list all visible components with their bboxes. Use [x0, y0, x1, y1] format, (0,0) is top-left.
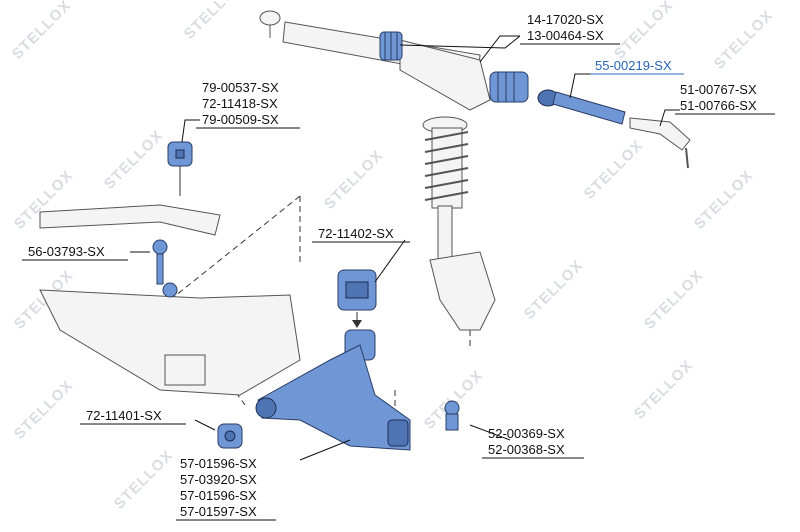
callout-ball-joint: 52-00369-SX 52-00368-SX [482, 426, 584, 459]
part-number: 57-03920-SX [180, 472, 257, 487]
front-bushing-illustration [217, 423, 243, 449]
part-number: 52-00369-SX [488, 426, 565, 441]
part-number: 79-00537-SX [202, 80, 279, 95]
watermark: STELLOX [631, 357, 697, 423]
watermark: STELLOX [9, 0, 75, 63]
callout-front-arm-bushing: 72-11401-SX [80, 408, 186, 425]
strut-illustration [422, 116, 496, 331]
watermark: STELLOX [321, 147, 387, 213]
watermark: STELLOX [181, 0, 247, 43]
part-number: 72-11402-SX [318, 226, 394, 241]
part-number: 56-03793-SX [28, 244, 105, 259]
rack-boot-right [489, 71, 529, 103]
part-number: 72-11418-SX [202, 96, 278, 111]
leader-lines [130, 35, 680, 461]
stabilizer-link-illustration [152, 239, 178, 298]
part-number: 55-00219-SX [595, 58, 672, 73]
lower-control-arm-illustration [255, 329, 411, 451]
callout-rear-arm-bushing: 72-11402-SX [312, 226, 410, 243]
callout-stabilizer-link: 56-03793-SX [22, 244, 128, 261]
watermark: STELLOX [111, 447, 177, 513]
watermark: STELLOX [691, 167, 757, 233]
watermark: STELLOX [521, 257, 587, 323]
part-number: 72-11401-SX [86, 408, 162, 423]
watermark: STELLOX [101, 127, 167, 193]
watermark: STELLOX [581, 137, 647, 203]
rear-bushing-illustration [337, 269, 377, 328]
part-number: 51-00766-SX [680, 98, 757, 113]
watermark: STELLOX [711, 7, 777, 73]
callout-outer-tie-rod-end: 51-00767-SX 51-00766-SX [675, 82, 775, 115]
callout-stabilizer-bushings: 79-00537-SX 72-11418-SX 79-00509-SX [196, 80, 300, 129]
stabilizer-bushing-illustration [167, 141, 193, 196]
callout-lower-control-arm: 57-01596-SX 57-03920-SX 57-01596-SX 57-0… [176, 456, 276, 521]
subframe-illustration [39, 204, 301, 396]
callout-inner-tie-rod: 55-00219-SX [590, 58, 684, 75]
part-number: 14-17020-SX [527, 12, 604, 27]
watermark: STELLOX [641, 267, 707, 333]
part-number: 52-00368-SX [488, 442, 565, 457]
outer-tie-rod-end-illustration [629, 117, 691, 169]
callout-steering-rack-boots: 14-17020-SX 13-00464-SX [520, 12, 620, 45]
part-number: 57-01597-SX [180, 504, 257, 519]
part-number: 51-00767-SX [680, 82, 757, 97]
ball-joint-illustration [444, 400, 460, 431]
rack-boot-left [379, 31, 403, 61]
part-number: 13-00464-SX [527, 28, 604, 43]
part-number: 57-01596-SX [180, 488, 257, 503]
part-number: 57-01596-SX [180, 456, 257, 471]
watermark: STELLOX [611, 0, 677, 63]
inner-tie-rod-illustration [537, 89, 626, 125]
steering-rack-illustration [259, 10, 529, 111]
part-number: 79-00509-SX [202, 112, 279, 127]
watermark: STELLOX [11, 377, 77, 443]
